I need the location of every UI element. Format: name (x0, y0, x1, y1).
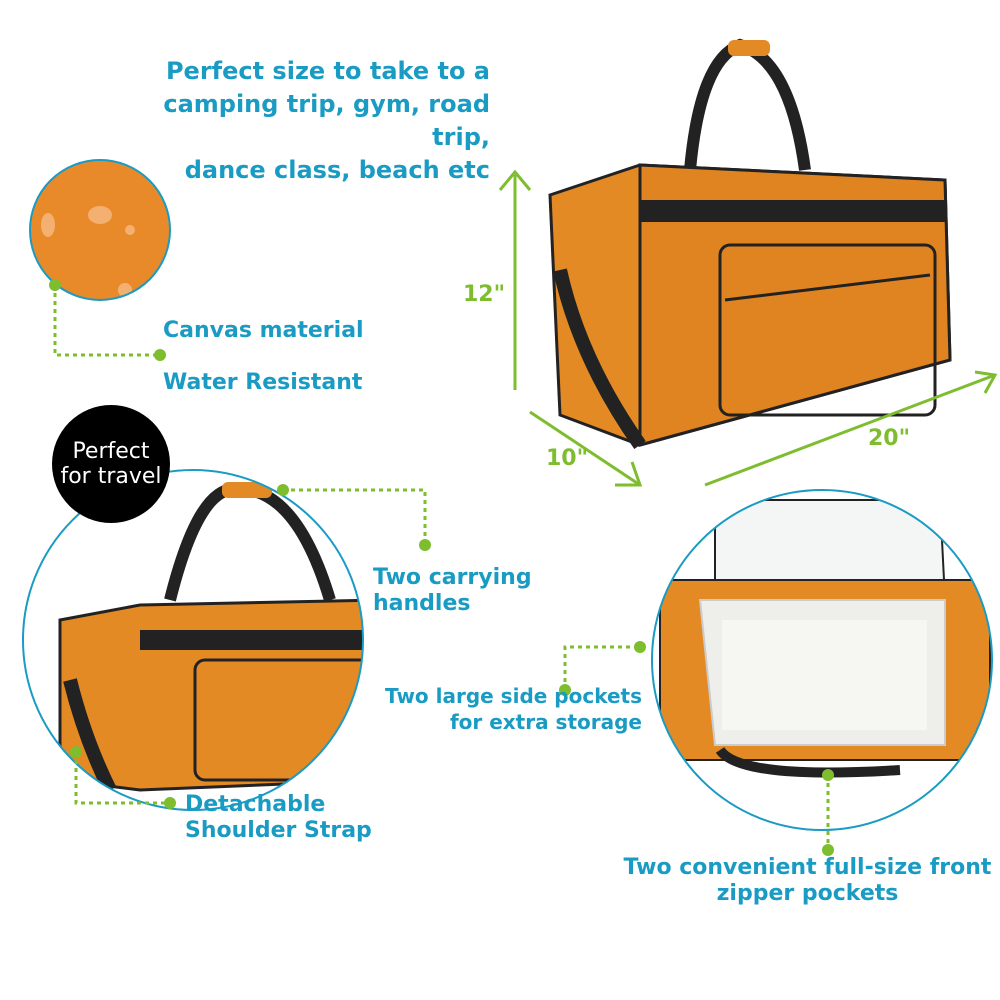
dimension-arrows (498, 169, 998, 487)
strap-line: Detachable (185, 792, 326, 817)
width-label: 20" (868, 426, 911, 451)
side-pockets-line: Two large side pockets (385, 684, 642, 708)
handles-line: handles (373, 591, 471, 616)
height-label: 12" (463, 282, 506, 307)
badge-line: for travel (60, 464, 162, 489)
strap-line: Shoulder Strap (185, 818, 372, 843)
bag-interior-closeup (652, 490, 992, 830)
front-pockets-line: zipper pockets (716, 881, 899, 906)
badge-line: Perfect (72, 439, 150, 464)
depth-label: 10" (546, 446, 589, 471)
bag-handles-closeup (58, 482, 363, 794)
side-pockets-line: for extra storage (449, 710, 642, 734)
headline-line: camping trip, gym, road trip, (163, 90, 490, 151)
headline-line: dance class, beach etc (184, 156, 490, 184)
front-pockets-line: Two convenient full-size front (623, 855, 992, 880)
handles-line: Two carrying (373, 565, 532, 590)
main-bag (548, 38, 952, 450)
material-label: Canvas material (163, 318, 364, 343)
water-resistant-label: Water Resistant (163, 370, 363, 395)
headline: Perfect size to take to a camping trip, … (120, 55, 490, 187)
headline-line: Perfect size to take to a (165, 57, 490, 85)
